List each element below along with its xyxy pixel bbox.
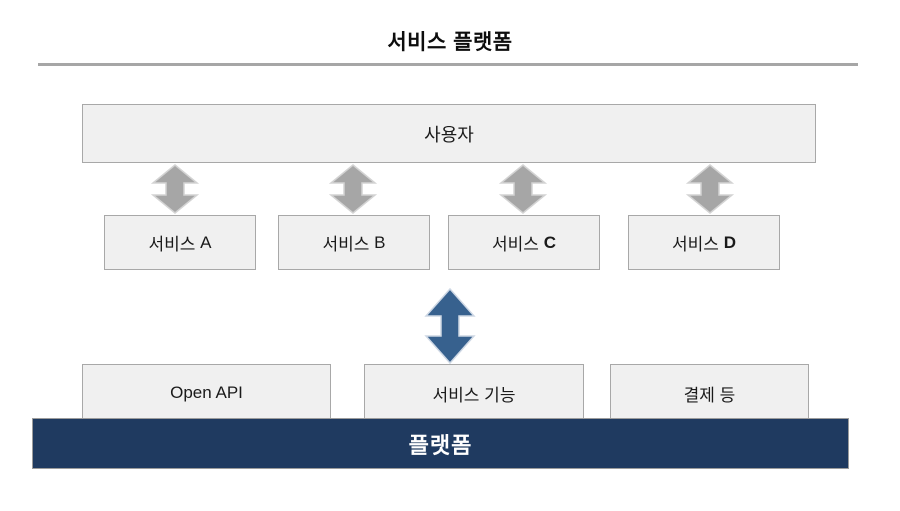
service-box-a[interactable]: 서비스 A [104, 215, 256, 270]
double-headed-arrow-icon-user-service-a [151, 164, 199, 214]
capability-box-open-api[interactable]: Open API [82, 364, 331, 422]
service-b-code: B [374, 232, 386, 252]
user-layer-box[interactable]: 사용자 [82, 104, 816, 163]
service-d-code: D [723, 232, 736, 252]
capability-box-service-function[interactable]: 서비스 기능 [364, 364, 584, 422]
service-b-name: 서비스 [322, 235, 370, 254]
service-c-code: C [543, 232, 556, 252]
service-box-c[interactable]: 서비스 C [448, 215, 600, 270]
page-title: 서비스 플랫폼 [387, 31, 513, 54]
service-d-name: 서비스 [672, 235, 719, 254]
capability-service-function-label: 서비스 기능 [432, 385, 516, 405]
service-box-d[interactable]: 서비스 D [628, 215, 780, 270]
service-c-name: 서비스 [492, 235, 539, 254]
title-divider [38, 63, 858, 66]
double-headed-arrow-icon-user-service-c [499, 164, 547, 214]
double-headed-arrow-icon-user-service-d [686, 164, 734, 214]
platform-label: 플랫폼 [408, 432, 473, 458]
platform-bar[interactable]: 플랫폼 [32, 418, 849, 469]
service-box-b[interactable]: 서비스 B [278, 215, 430, 270]
service-a-name: 서비스 [148, 235, 196, 254]
user-layer-label: 사용자 [424, 124, 474, 145]
service-a-code: A [200, 232, 212, 252]
capability-open-api-label: Open API [170, 383, 243, 402]
double-headed-arrow-icon-user-service-b [329, 164, 377, 214]
double-headed-arrow-icon-service-platform [424, 288, 476, 364]
capability-payment-label: 결제 등 [683, 385, 736, 405]
capability-box-payment[interactable]: 결제 등 [610, 364, 809, 422]
